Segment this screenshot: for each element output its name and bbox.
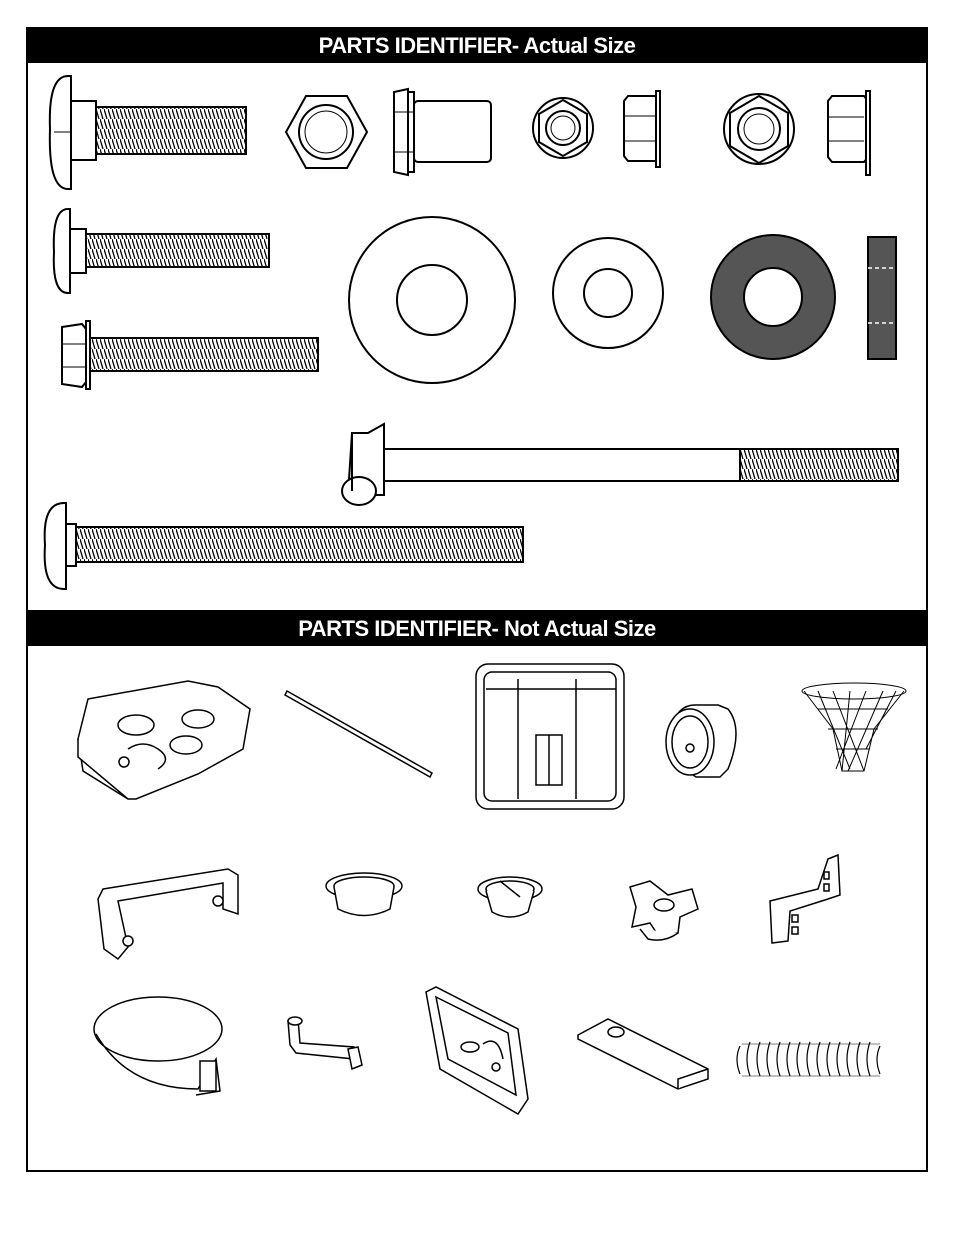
hex-flange-bolt-icon [61, 320, 319, 390]
backboard-icon [475, 663, 625, 810]
rim-icon [93, 996, 223, 1096]
cap-icon [325, 872, 403, 917]
section-title-bold: PARTS IDENTIFIER [318, 33, 513, 58]
flat-washer-large-icon [348, 216, 516, 384]
spring-icon [736, 1041, 881, 1077]
mount-plate-icon [425, 986, 529, 1116]
parts-illustration-canvas [43, 75, 907, 1116]
carriage-bolt-medium-icon [52, 208, 270, 294]
section-header-not-actual-size: PARTS IDENTIFIER- Not Actual Size [28, 612, 926, 646]
j-bolt-icon [341, 422, 899, 506]
flange-nut-small-side-icon [623, 90, 661, 168]
bracket-icon [97, 868, 239, 961]
plug-icon [477, 876, 543, 918]
spacer-sleeve-icon [867, 236, 897, 360]
net-icon [801, 682, 907, 772]
carriage-bolt-short-icon [48, 75, 247, 190]
section-title-rest: - Actual Size [511, 33, 636, 58]
section-header-actual-size: PARTS IDENTIFIER- Actual Size [28, 29, 926, 63]
link-arm-icon [287, 1016, 363, 1071]
section-divider [28, 610, 926, 612]
rod-icon [284, 689, 433, 779]
channel-plate-icon [577, 1018, 709, 1090]
carriage-bolt-long-icon [43, 502, 524, 590]
base-icon [77, 680, 251, 800]
flange-nut-large-side-icon [827, 90, 871, 176]
flat-washer-small-icon [552, 237, 664, 349]
flange-nut-large-icon [723, 93, 795, 165]
section-title-bold: PARTS IDENTIFIER [298, 616, 492, 641]
rubber-washer-icon [710, 234, 836, 360]
knob-icon [629, 880, 699, 941]
section-title-rest: - Not Actual Size [491, 616, 657, 641]
flange-nut-small-icon [532, 97, 594, 159]
hex-nut-side-icon [393, 87, 492, 177]
wheel-icon [665, 704, 737, 778]
parts-identifier-frame: PARTS IDENTIFIER- Actual Size PARTS IDEN… [26, 27, 928, 1172]
clamp-bracket-icon [769, 853, 841, 944]
hex-nut-icon [284, 95, 369, 169]
